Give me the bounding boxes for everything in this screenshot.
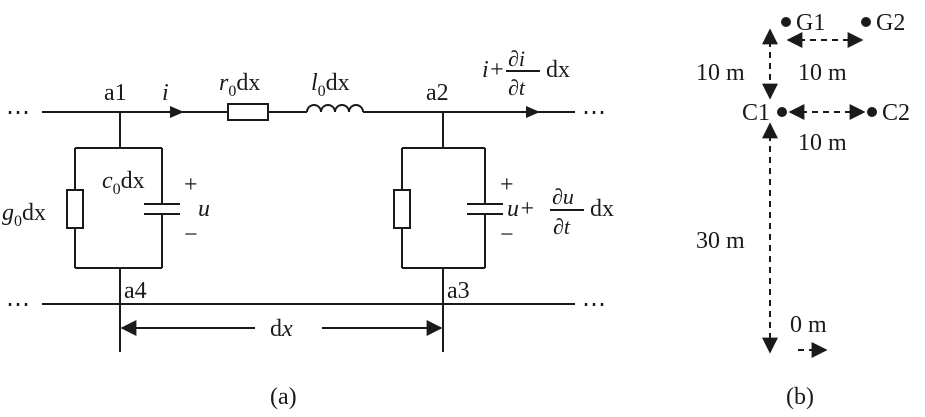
minus-left: − [184, 222, 198, 248]
current-in-label: i [162, 80, 169, 106]
point-c2 [867, 107, 877, 117]
origin-label: 0 m [790, 312, 827, 338]
distance-c1-c2: 10 m [798, 130, 847, 156]
node-label-a2: a2 [426, 80, 449, 106]
distance-g1-g2: 10 m [798, 60, 847, 86]
current-out-lead: i+ [482, 57, 505, 83]
plus-right: + [500, 172, 514, 198]
left-shunt [66, 112, 180, 352]
point-g2 [861, 17, 871, 27]
right-shunt [393, 112, 503, 352]
length-label: dx [270, 316, 293, 342]
label-g1: G1 [796, 10, 825, 36]
current-out-numerator: ∂i [508, 46, 525, 71]
voltage-out-label: u+ ∂u ∂t dx [507, 184, 614, 239]
current-out-tail: dx [546, 57, 570, 83]
voltage-out-lead: u+ [507, 196, 535, 222]
caption-b: (b) [786, 384, 814, 410]
ellipsis-bottom-right: ⋯ [582, 292, 606, 318]
caption-a: (a) [270, 384, 297, 410]
voltage-out-tail: dx [590, 196, 614, 222]
ellipsis-top-left: ⋯ [6, 100, 30, 126]
minus-right: − [500, 222, 514, 248]
node-label-a3: a3 [447, 278, 470, 304]
label-c1: C1 [742, 100, 770, 126]
label-g2: G2 [876, 10, 905, 36]
voltage-out-denominator: ∂t [553, 214, 571, 239]
shunt-conductance-left [66, 189, 84, 229]
voltage-in-label: u [198, 196, 210, 222]
label-c2: C2 [882, 100, 910, 126]
voltage-out-numerator: ∂u [552, 184, 574, 209]
node-label-a4: a4 [124, 278, 147, 304]
series-inductor [306, 104, 365, 113]
panel-a: ⋯ ⋯ ⋯ ⋯ a1 a2 a3 a4 i r0dx l0dx i+ ∂i ∂t… [2, 46, 614, 410]
point-c1 [777, 107, 787, 117]
series-resistor [227, 103, 269, 121]
ellipsis-bottom-left: ⋯ [6, 292, 30, 318]
conductance-label: g0dx [2, 200, 46, 230]
current-out-label: i+ ∂i ∂t dx [482, 46, 570, 100]
resistor-label: r0dx [219, 70, 260, 100]
capacitor-label: c0dx [102, 168, 145, 198]
panel-b: G1 G2 C1 C2 10 m 10 m 10 m 30 m 0 m (b) [696, 10, 910, 410]
distance-g1-c1: 10 m [696, 60, 745, 86]
current-out-denominator: ∂t [508, 75, 526, 100]
distance-c1-base: 30 m [696, 228, 745, 254]
shunt-conductance-right [393, 189, 411, 229]
point-g1 [781, 17, 791, 27]
plus-left: + [184, 172, 198, 198]
inductor-label: l0dx [311, 70, 350, 100]
node-label-a1: a1 [104, 80, 127, 106]
current-out-arrow [526, 106, 540, 118]
current-in-arrow [170, 106, 184, 118]
ellipsis-top-right: ⋯ [582, 100, 606, 126]
